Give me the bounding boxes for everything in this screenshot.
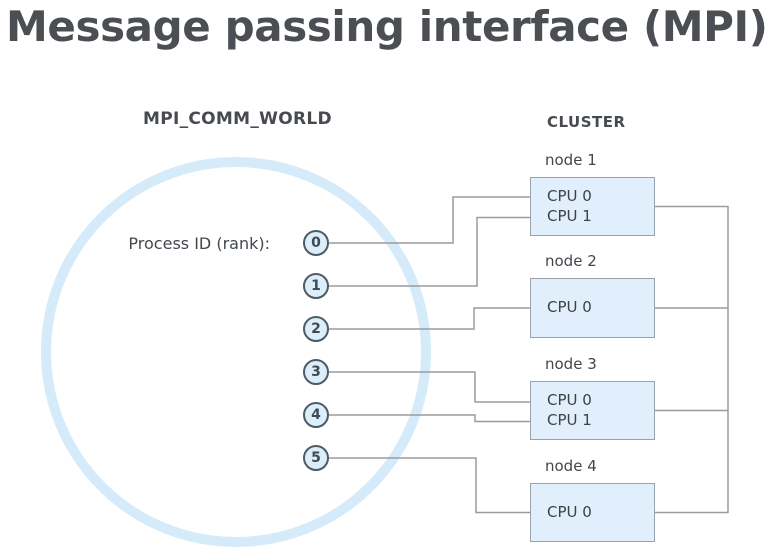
node-1-cpu-1: CPU 1: [547, 206, 592, 225]
node-1-box: CPU 0 CPU 1: [530, 177, 655, 236]
node-2-cpu-0: CPU 0: [547, 298, 592, 317]
node-1-label: node 1: [545, 151, 597, 169]
node-3-label: node 3: [545, 355, 597, 373]
connector-rank0-node1-cpu0: [316, 196, 530, 244]
node-3-cpu-0: CPU 0: [547, 391, 592, 409]
rank-circle-5: 5: [303, 445, 329, 471]
connector-rank3-node3-cpu0: [316, 371, 530, 403]
node-3-box: CPU 0 CPU 1: [530, 381, 655, 440]
connector-rank2-node2-cpu0: [316, 307, 530, 330]
cluster-bus-line: [655, 205, 729, 514]
node-4-box: CPU 0: [530, 483, 655, 542]
process-id-label: Process ID (rank):: [128, 234, 270, 253]
mpi-comm-world-heading: MPI_COMM_WORLD: [143, 109, 332, 129]
rank-circle-3: 3: [303, 359, 329, 385]
rank-circle-1: 1: [303, 273, 329, 299]
connector-rank5-node4-cpu0: [316, 457, 530, 514]
cluster-heading: CLUSTER: [547, 113, 626, 131]
connector-rank4-node3-cpu1: [316, 414, 530, 423]
mpi-comm-world-circle: [41, 157, 431, 547]
rank-circle-0: 0: [303, 230, 329, 256]
node-1-cpu-0: CPU 0: [547, 187, 592, 205]
node-4-label: node 4: [545, 457, 597, 475]
page-title: Message passing interface (MPI): [6, 2, 768, 51]
rank-circle-4: 4: [303, 402, 329, 428]
connector-rank1-node1-cpu1: [316, 216, 530, 287]
node-2-label: node 2: [545, 252, 597, 270]
rank-circle-2: 2: [303, 316, 329, 342]
node-2-box: CPU 0: [530, 278, 655, 338]
node-4-cpu-0: CPU 0: [547, 502, 592, 521]
node-3-cpu-1: CPU 1: [547, 410, 592, 429]
